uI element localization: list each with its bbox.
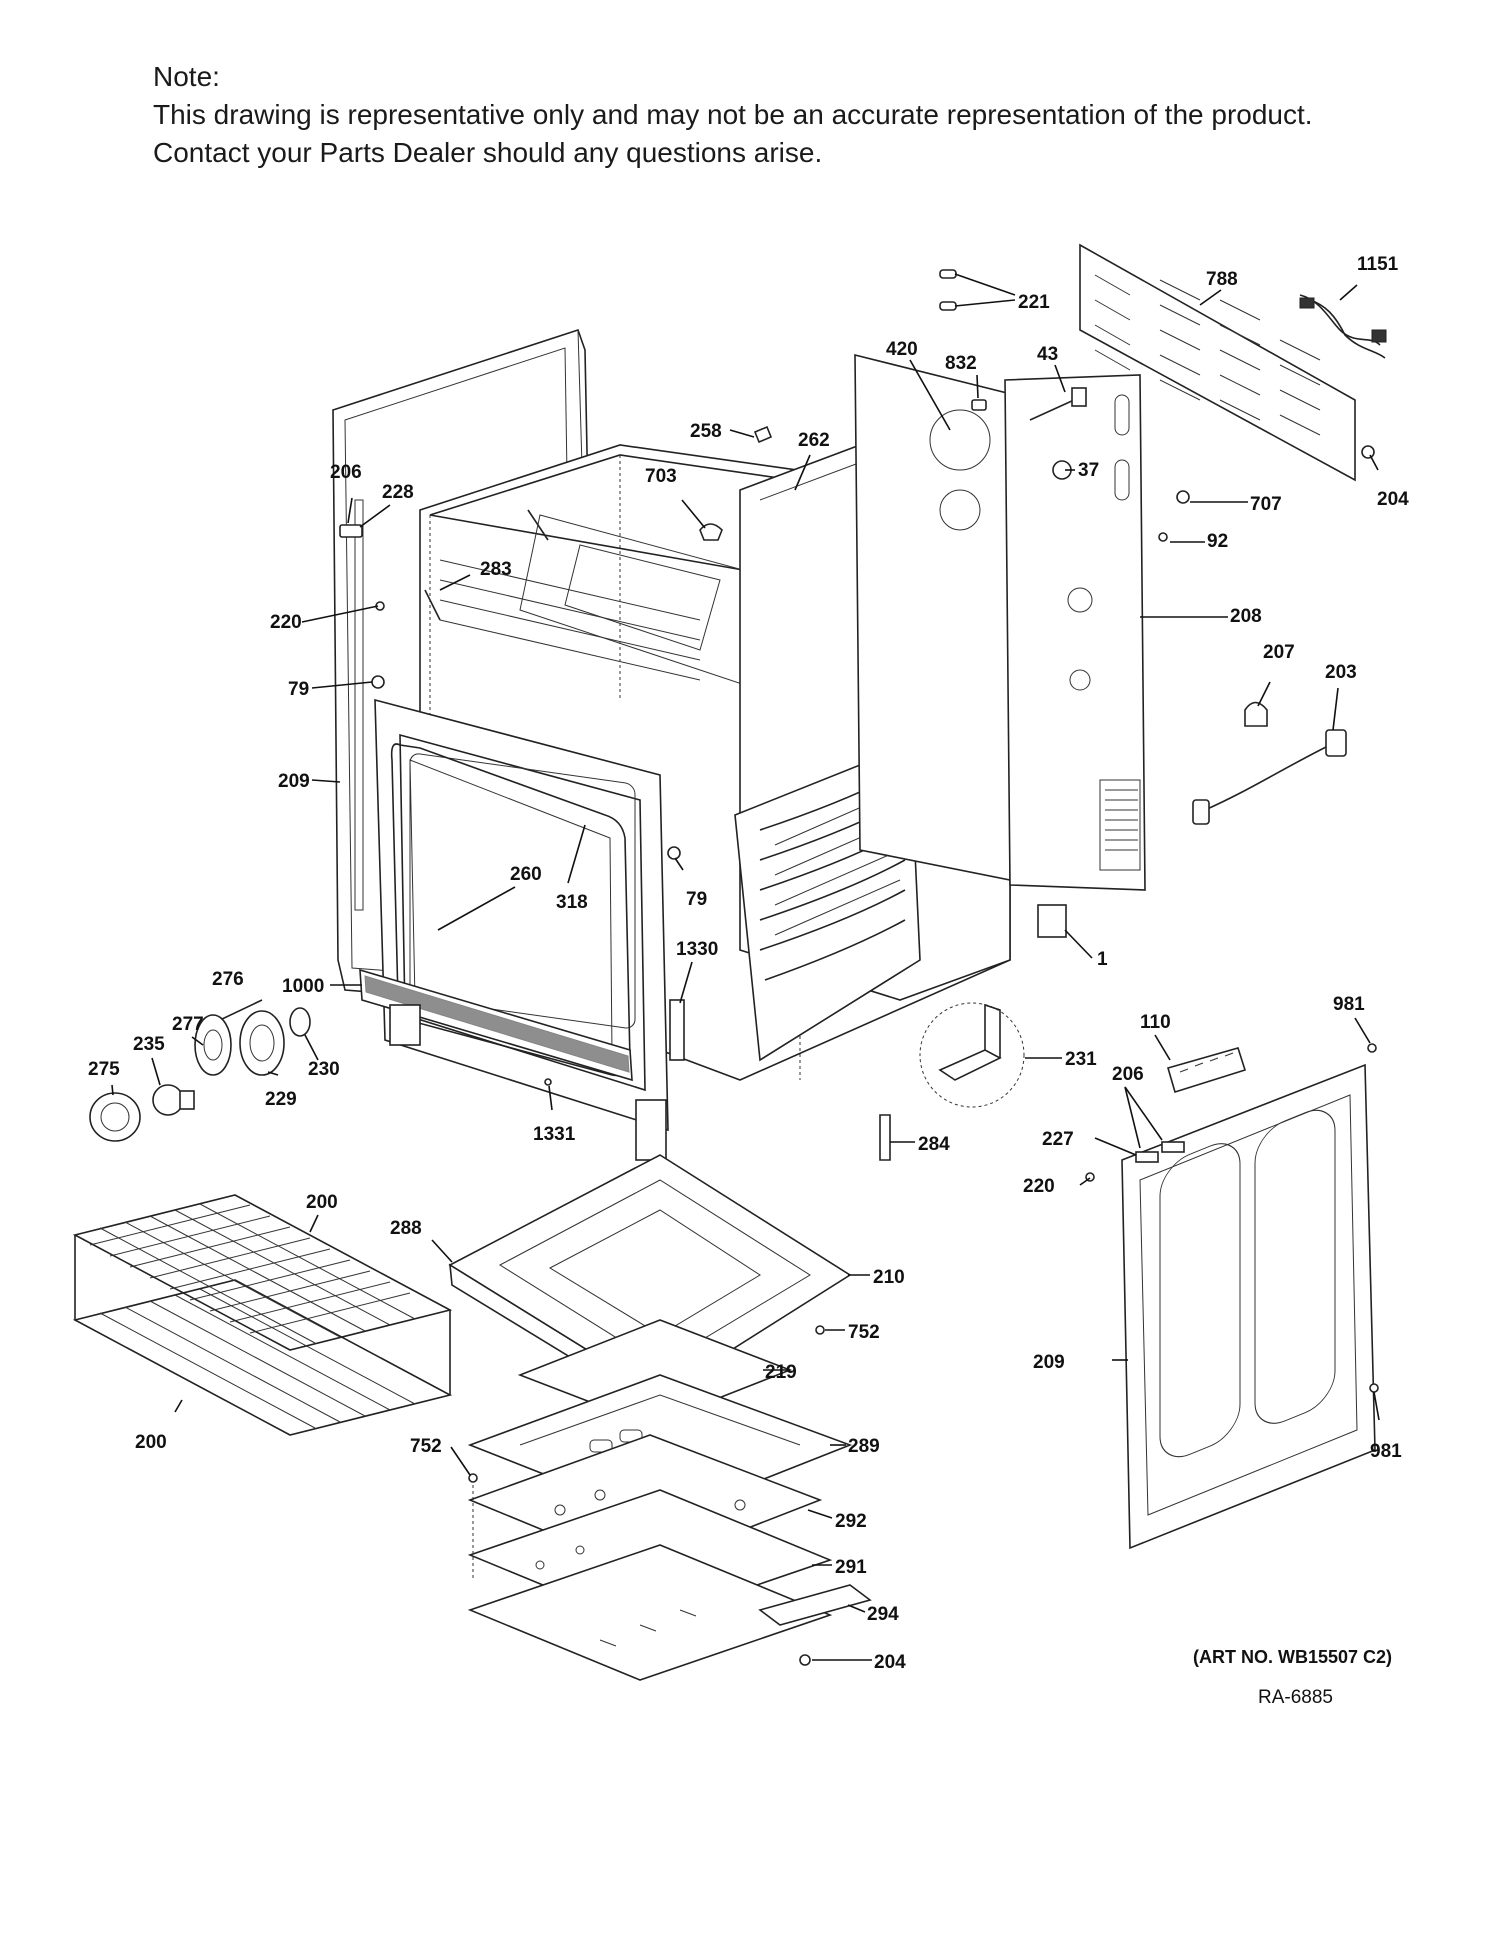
rear-bracket-panel	[854, 353, 1146, 891]
part-label: 200	[306, 1192, 338, 1213]
part-label: 37	[1078, 460, 1099, 481]
part-label: 204	[874, 1652, 906, 1673]
part-label: 981	[1370, 1441, 1402, 1462]
part-label: 703	[645, 466, 677, 487]
part-label: 276	[212, 969, 244, 990]
part-label: 294	[867, 1604, 899, 1625]
part-label: 110	[1140, 1012, 1171, 1033]
oven-light-assembly	[89, 1007, 311, 1142]
oven-racks	[72, 1194, 453, 1436]
leader-lines	[111, 273, 1380, 1661]
note-line-1: This drawing is representative only and …	[153, 99, 1313, 130]
back-panel-788	[1079, 243, 1356, 482]
part-label: 79	[686, 889, 707, 910]
part-label: 1	[1097, 949, 1108, 970]
part-label: 752	[410, 1436, 442, 1457]
part-label: 208	[1230, 606, 1262, 627]
detail-circle-231	[919, 1002, 1025, 1108]
part-label: 420	[886, 339, 918, 360]
part-label: 292	[835, 1511, 867, 1532]
part-label: 206	[330, 462, 362, 483]
part-label: 981	[1333, 994, 1365, 1015]
part-label: 318	[556, 892, 588, 913]
oven-front-frame	[359, 698, 669, 1161]
part-label: 1331	[533, 1124, 576, 1145]
part-number-labels: 1151 788 221 420 832 43 258 262 37 204 7…	[88, 254, 1409, 1673]
ra-code: RA-6885	[1258, 1687, 1333, 1708]
part-label: 219	[765, 1362, 797, 1383]
part-label: 788	[1206, 269, 1238, 290]
note-heading: Note:	[153, 61, 220, 92]
drawing-note: Note: This drawing is representative onl…	[153, 58, 1453, 172]
part-label: 203	[1325, 662, 1357, 683]
part-label: 1000	[282, 976, 324, 997]
part-label: 79	[288, 679, 309, 700]
part-label: 206	[1112, 1064, 1144, 1085]
part-label: 291	[835, 1557, 867, 1578]
part-label: 262	[798, 430, 830, 451]
small-parts	[219, 269, 1375, 1086]
part-label: 92	[1207, 531, 1228, 552]
part-label: 289	[848, 1436, 880, 1457]
part-label: 277	[172, 1014, 204, 1035]
part-label: 200	[135, 1432, 167, 1453]
note-line-2: Contact your Parts Dealer should any que…	[153, 137, 823, 168]
part-label: 227	[1042, 1129, 1074, 1150]
part-label: 288	[390, 1218, 422, 1239]
part-label: 258	[690, 421, 722, 442]
part-label: 229	[265, 1089, 297, 1110]
wire-harness-1151	[1299, 294, 1387, 359]
part-label: 210	[873, 1267, 905, 1288]
part-label: 260	[510, 864, 542, 885]
part-label: 209	[1033, 1352, 1065, 1373]
part-label: 204	[1377, 489, 1409, 510]
part-label: 707	[1250, 494, 1282, 515]
part-label: 1151	[1357, 254, 1399, 275]
part-label: 1330	[676, 939, 718, 960]
art-number: (ART NO. WB15507 C2)	[1193, 1647, 1392, 1667]
part-label: 220	[270, 612, 302, 633]
part-label: 207	[1263, 642, 1295, 663]
part-label: 235	[133, 1034, 165, 1055]
part-label: 231	[1065, 1049, 1097, 1070]
right-side-panel	[1085, 1043, 1379, 1550]
part-label: 209	[278, 771, 310, 792]
part-label: 275	[88, 1059, 120, 1080]
part-label: 752	[848, 1322, 880, 1343]
part-label: 221	[1018, 292, 1050, 313]
part-label: 832	[945, 353, 977, 374]
part-label: 230	[308, 1059, 340, 1080]
part-label: 284	[918, 1134, 950, 1155]
control-110	[1167, 1047, 1247, 1094]
part-label: 220	[1023, 1176, 1055, 1197]
part-label: 283	[480, 559, 512, 580]
bottom-layers	[467, 1319, 872, 1681]
part-label: 43	[1037, 344, 1058, 365]
bracket-284	[879, 1114, 891, 1161]
part-label: 228	[382, 482, 414, 503]
